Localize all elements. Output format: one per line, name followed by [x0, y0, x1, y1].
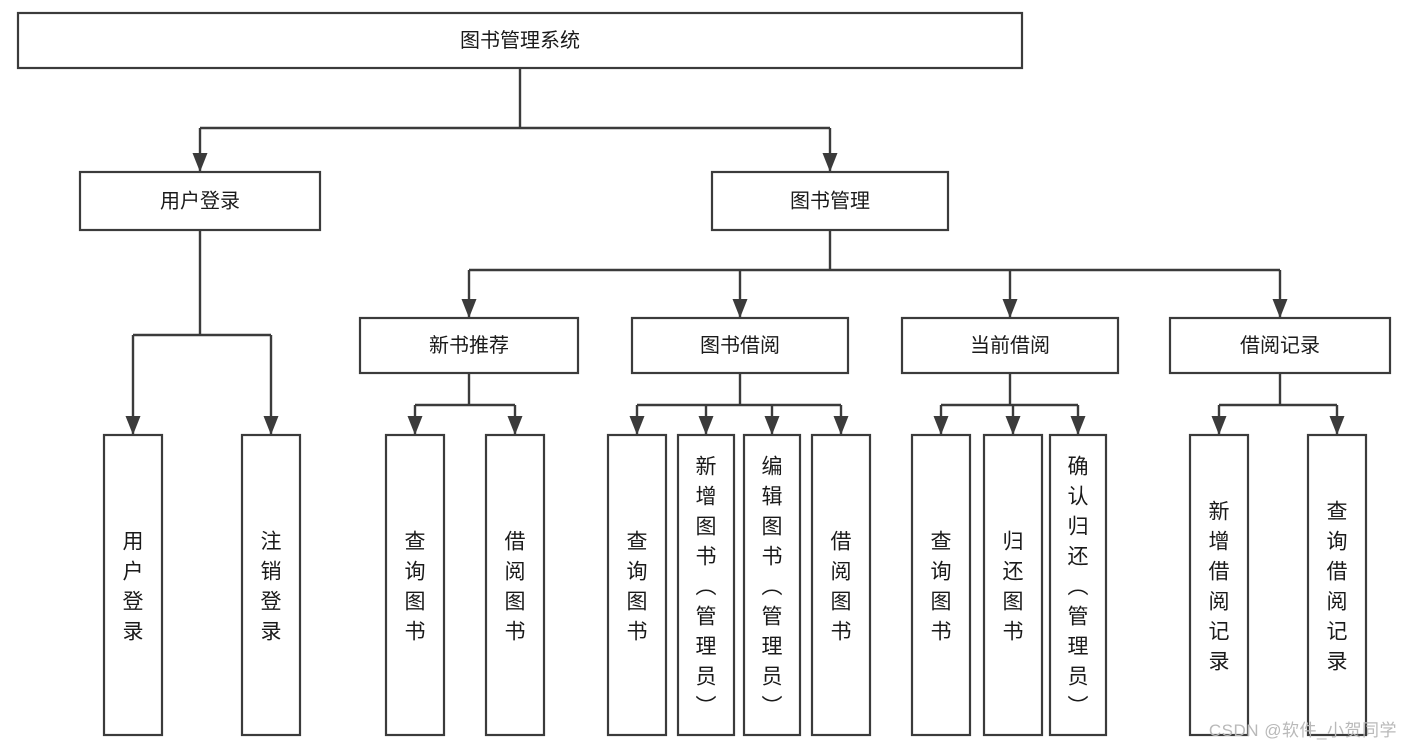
node-box-l3b1[interactable] [384, 433, 446, 737]
node-label-l3e2: 查询借阅记录 [1327, 500, 1348, 673]
node-label-l3b2: 借阅图书 [505, 530, 526, 643]
node-label-l3d1: 查询图书 [931, 530, 952, 643]
connector-arrowhead [461, 299, 477, 318]
node-box-l1b[interactable] [710, 170, 950, 232]
connector-arrowhead [507, 416, 523, 435]
node-label-l3a2: 注销登录 [261, 530, 282, 643]
connector-arrowhead [407, 416, 423, 435]
node-box-l3a1[interactable] [102, 433, 164, 737]
node-label-l3c1: 查询图书 [627, 530, 648, 643]
connector-arrowhead [764, 416, 780, 435]
node-box-l3c4[interactable] [810, 433, 872, 737]
node-box-l3a2[interactable] [240, 433, 302, 737]
node-box-l3c1[interactable] [606, 433, 668, 737]
connector-arrowhead [732, 299, 748, 318]
node-box-l2a[interactable] [358, 316, 580, 375]
node-label-l3d2: 归还图书 [1003, 530, 1024, 643]
node-box-l2b[interactable] [630, 316, 850, 375]
connector-arrowhead [1002, 299, 1018, 318]
node-label-l2d: 借阅记录 [1240, 334, 1320, 357]
node-box-l3e1[interactable] [1188, 433, 1250, 737]
node-box-l3c3[interactable] [742, 433, 802, 737]
node-label-l3c4: 借阅图书 [831, 530, 852, 643]
connector-arrowhead [1329, 416, 1345, 435]
watermark: CSDN @软件_小贺同学 [1208, 721, 1397, 740]
node-box-l3d2[interactable] [982, 433, 1044, 737]
connector-arrowhead [833, 416, 849, 435]
node-label-l3e1: 新增借阅记录 [1209, 500, 1230, 673]
node-label-l1b: 图书管理 [790, 189, 870, 212]
connector-arrowhead [1272, 299, 1288, 318]
node-box-l3d3[interactable] [1048, 433, 1108, 737]
node-label-root: 图书管理系统 [460, 29, 580, 52]
node-box-l3b2[interactable] [484, 433, 546, 737]
node-box-l2d[interactable] [1168, 316, 1392, 375]
node-label-l2b: 图书借阅 [700, 334, 780, 357]
node-label-l3b1: 查询图书 [405, 530, 426, 643]
connector-arrowhead [1070, 416, 1086, 435]
connector-arrowhead [192, 153, 208, 172]
connector-arrowhead [629, 416, 645, 435]
node-label-l3c2: 新增图书︵管理员︶ [696, 455, 717, 718]
node-box-l2c[interactable] [900, 316, 1120, 375]
node-box-root[interactable] [16, 11, 1024, 70]
connector-arrowhead [1211, 416, 1227, 435]
connector-arrowhead [125, 416, 141, 435]
connector-arrowhead [698, 416, 714, 435]
node-box-l3d1[interactable] [910, 433, 972, 737]
connector-arrowhead [1005, 416, 1021, 435]
node-box-l3e2[interactable] [1306, 433, 1368, 737]
node-box-l3c2[interactable] [676, 433, 736, 737]
node-box-l1a[interactable] [78, 170, 322, 232]
connector-arrowhead [822, 153, 838, 172]
node-label-l3c3: 编辑图书︵管理员︶ [762, 455, 783, 718]
node-label-l2c: 当前借阅 [970, 334, 1050, 357]
node-label-l3a1: 用户登录 [123, 530, 144, 643]
node-label-l2a: 新书推荐 [429, 334, 509, 357]
connector-arrowhead [263, 416, 279, 435]
node-label-l1a: 用户登录 [160, 189, 240, 212]
node-label-l3d3: 确认归还︵管理员︶ [1068, 455, 1089, 718]
connector-arrowhead [933, 416, 949, 435]
